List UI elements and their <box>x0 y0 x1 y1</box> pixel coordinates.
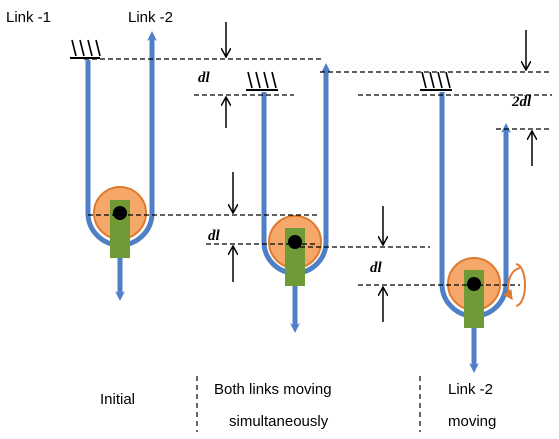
caption-link2-line2: moving <box>448 413 496 430</box>
reference-lines <box>84 58 552 286</box>
pivot-3 <box>467 277 481 291</box>
dl-label-1: dl <box>198 70 211 86</box>
rotation-arrow-icon <box>503 263 526 307</box>
dimension-bottom-right: dl <box>370 206 383 322</box>
pivot-1 <box>113 206 127 220</box>
stage-link2 <box>420 71 526 373</box>
ground-hatch-1 <box>70 39 101 59</box>
caption-both-line1: Both links moving <box>214 381 332 398</box>
link-1-label: Link -1 <box>6 9 51 26</box>
dl-label-2: dl <box>208 228 221 244</box>
ground-hatch-3 <box>420 71 452 91</box>
ground-hatch-2 <box>246 71 278 91</box>
2dl-label: 2dl <box>511 94 532 110</box>
stage-initial <box>70 31 157 301</box>
link-2-label: Link -2 <box>128 9 173 26</box>
dimension-top-middle: dl <box>198 22 226 128</box>
dimension-top-right: 2dl <box>511 30 532 166</box>
dimension-bottom-left: dl <box>208 172 233 282</box>
pivot-2 <box>288 235 302 249</box>
caption-both-line2: simultaneously <box>229 413 329 430</box>
dl-label-3: dl <box>370 260 383 276</box>
caption-initial: Initial <box>100 391 135 408</box>
caption-link2-line1: Link -2 <box>448 381 493 398</box>
stage-both-links <box>246 63 331 333</box>
